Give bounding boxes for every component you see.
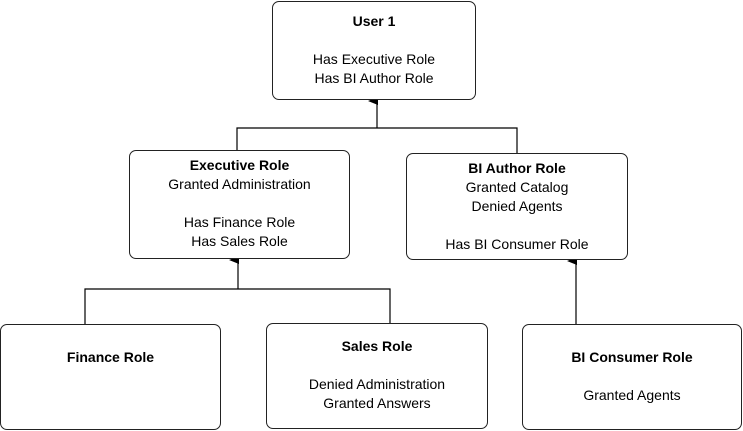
sales-role-line-2: Granted Answers <box>323 395 431 411</box>
connector-finance-to-executive <box>84 288 238 324</box>
bi-consumer-role-line-1: Granted Agents <box>583 387 681 403</box>
executive-role-line-3: Has Sales Role <box>191 233 288 249</box>
executive-role-node: Executive Role Granted Administration Ha… <box>129 150 350 259</box>
user1-line-1: Has Executive Role <box>312 51 436 67</box>
executive-role-line-1: Granted Administration <box>168 176 311 192</box>
user1-title: User 1 <box>352 13 396 29</box>
user1-node: User 1 Has Executive Role Has BI Author … <box>272 1 476 100</box>
executive-role-line-2: Has Finance Role <box>183 214 296 230</box>
bi-author-role-node: BI Author Role Granted Catalog Denied Ag… <box>406 153 628 260</box>
executive-role-title: Executive Role <box>189 157 290 173</box>
user1-line-2: Has BI Author Role <box>314 70 434 86</box>
finance-role-title: Finance Role <box>66 349 155 365</box>
bi-author-role-line-1: Granted Catalog <box>465 179 569 195</box>
connector-executive-to-user <box>236 127 377 150</box>
bi-consumer-role-title: BI Consumer Role <box>571 349 693 365</box>
bi-author-role-line-2: Denied Agents <box>471 198 563 214</box>
sales-role-line-1: Denied Administration <box>308 376 446 392</box>
bi-author-role-title: BI Author Role <box>468 160 566 176</box>
sales-role-title: Sales Role <box>341 338 413 354</box>
sales-role-node: Sales Role Denied Administration Granted… <box>266 323 488 429</box>
connector-bi-author-to-user <box>377 127 518 153</box>
finance-role-node: Finance Role <box>0 324 221 430</box>
bi-author-role-line-3: Has BI Consumer Role <box>445 236 589 252</box>
connector-sales-to-executive <box>238 288 391 323</box>
bi-consumer-role-node: BI Consumer Role Granted Agents <box>522 324 742 430</box>
